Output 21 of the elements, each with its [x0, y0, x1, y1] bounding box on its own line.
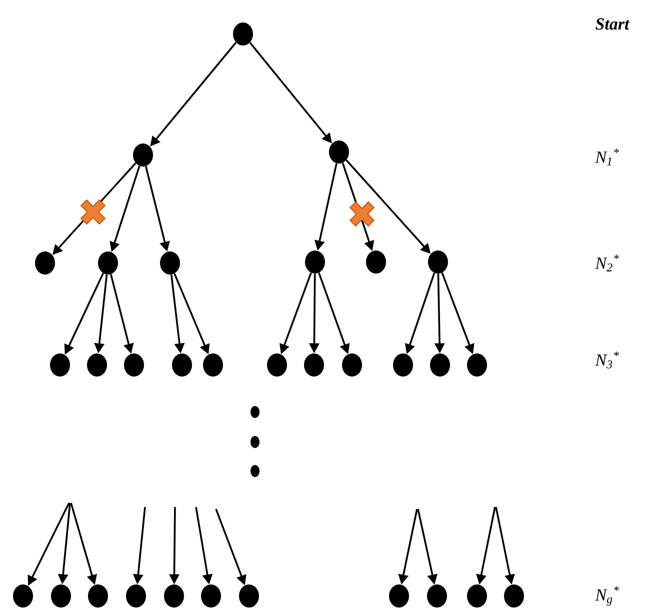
level-label: Start: [596, 18, 630, 30]
tree-node: [35, 252, 55, 274]
tree-node: [366, 250, 386, 274]
tree-node: [13, 584, 33, 608]
tree-node: [233, 22, 253, 46]
tree-node: [393, 354, 413, 376]
level-label: N$_{2}$*: [595, 254, 619, 272]
tree-node: [428, 250, 448, 274]
tree-node: [342, 354, 362, 376]
tree-node: [133, 144, 153, 166]
level-label: N$_{g}$*: [595, 586, 619, 606]
level-label: N$_{1}$*: [595, 148, 619, 166]
level-label: N$_{3}$*: [595, 352, 619, 368]
tree-node: [50, 354, 70, 376]
tree-node: [239, 584, 259, 608]
tree-node: [267, 354, 287, 376]
tree-node: [329, 140, 349, 164]
tree-node: [203, 354, 223, 376]
tree-node: [98, 252, 118, 274]
tree-node: [467, 354, 487, 376]
tree-node: [88, 584, 108, 608]
